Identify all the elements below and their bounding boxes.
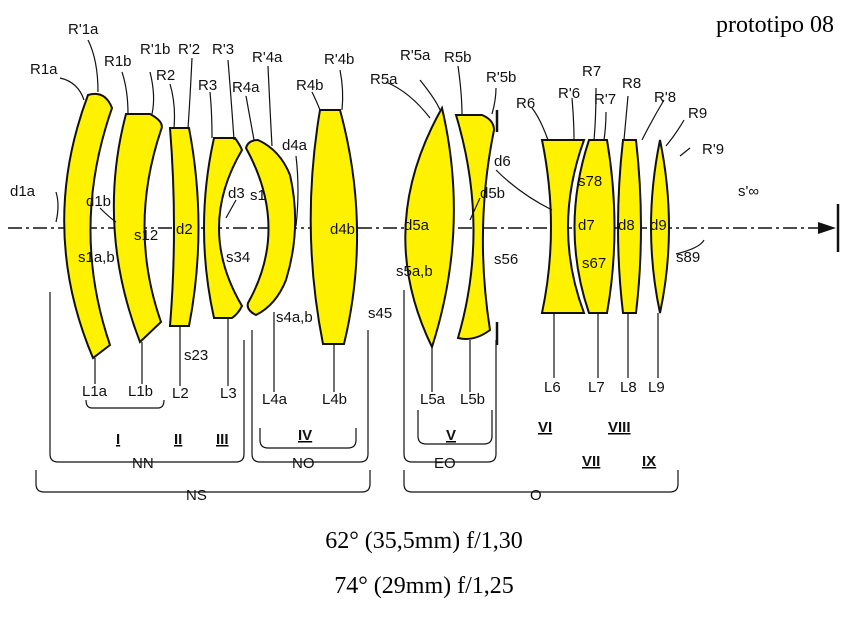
- label-r6: R6: [516, 95, 535, 112]
- label-r5b: R5b: [444, 49, 472, 66]
- label-l4a: L4a: [262, 391, 288, 408]
- label-r5b-prime: R'5b: [486, 69, 516, 86]
- axis-arrow-icon: [818, 222, 836, 234]
- element-vi: VI: [538, 419, 552, 436]
- label-r1b: R1b: [104, 53, 132, 70]
- label-s45: s45: [368, 305, 392, 322]
- label-d7: d7: [578, 217, 595, 234]
- label-r3: R3: [198, 77, 217, 94]
- label-r8-prime: R'8: [654, 89, 676, 106]
- spec-line-1: 62° (35,5mm) f/1,30: [325, 528, 523, 554]
- lens-l4b: [309, 109, 359, 345]
- label-r4b-prime: R'4b: [324, 51, 354, 68]
- label-s34: s34: [226, 249, 250, 266]
- group-o: O: [530, 487, 542, 504]
- element-vii: VII: [582, 453, 600, 470]
- label-s67: s67: [582, 255, 606, 272]
- label-r4a: R4a: [232, 79, 260, 96]
- lens-elements: [63, 92, 670, 360]
- label-r3-prime: R'3: [212, 41, 234, 58]
- element-i: I: [116, 431, 120, 448]
- lens-l7: [573, 139, 616, 314]
- lens-l8: [617, 139, 642, 314]
- group-ns: NS: [186, 487, 207, 504]
- lens-l3: [203, 137, 244, 319]
- label-d9: d9: [650, 217, 667, 234]
- label-d1b: d1b: [86, 193, 111, 210]
- element-ix: IX: [642, 453, 656, 470]
- spec-line-2: 74° (29mm) f/1,25: [334, 573, 514, 599]
- brackets: [35, 290, 679, 493]
- lens-l9: [650, 139, 670, 314]
- lens-l2: [168, 127, 200, 327]
- label-s-infinity: s'∞: [738, 183, 759, 200]
- group-nn: NN: [132, 455, 154, 472]
- label-d8: d8: [618, 217, 635, 234]
- group-eo: EO: [434, 455, 456, 472]
- label-l9: L9: [648, 379, 665, 396]
- label-r9-prime: R'9: [702, 141, 724, 158]
- label-r7: R7: [582, 63, 601, 80]
- group-no: NO: [292, 455, 315, 472]
- label-r9: R9: [688, 105, 707, 122]
- label-r1a: R1a: [30, 61, 58, 78]
- label-d4a: d4a: [282, 137, 308, 154]
- label-l5b: L5b: [460, 391, 485, 408]
- label-l2: L2: [172, 385, 189, 402]
- label-s4ab: s4a,b: [276, 309, 313, 326]
- label-r4a-prime: R'4a: [252, 49, 283, 66]
- label-d3: d3: [228, 185, 245, 202]
- label-r2-prime: R'2: [178, 41, 200, 58]
- label-d6: d6: [494, 153, 511, 170]
- label-s78: s78: [578, 173, 602, 190]
- label-r5a: R5a: [370, 71, 398, 88]
- label-l8: L8: [620, 379, 637, 396]
- label-l3: L3: [220, 385, 237, 402]
- label-l1a: L1a: [82, 383, 108, 400]
- label-l5a: L5a: [420, 391, 446, 408]
- label-l4b: L4b: [322, 391, 347, 408]
- label-s89: s89: [676, 249, 700, 266]
- label-r1a-prime: R'1a: [68, 21, 99, 38]
- element-iii: III: [216, 431, 229, 448]
- label-d4b: d4b: [330, 221, 355, 238]
- label-s56: s56: [494, 251, 518, 268]
- element-iv: IV: [298, 427, 312, 444]
- label-l1b: L1b: [128, 383, 153, 400]
- label-l6: L6: [544, 379, 561, 396]
- lens-l4a: [244, 138, 297, 317]
- label-s1-inner: s1: [250, 187, 266, 204]
- label-r2: R2: [156, 67, 175, 84]
- label-s5ab: s5a,b: [396, 263, 433, 280]
- leader-lines: [55, 39, 705, 255]
- label-d5a: d5a: [404, 217, 430, 234]
- prototype-title: prototipo 08: [716, 12, 834, 38]
- label-s1ab: s1a,b: [78, 249, 115, 266]
- label-r4b: R4b: [296, 77, 324, 94]
- label-s12: s12: [134, 227, 158, 244]
- element-ii: II: [174, 431, 182, 448]
- label-d5b: d5b: [480, 185, 505, 202]
- label-r7-prime: R'7: [594, 91, 616, 108]
- label-r5a-prime: R'5a: [400, 47, 431, 64]
- lens-l1a: [63, 92, 114, 360]
- label-s23: s23: [184, 347, 208, 364]
- lens-l5a: [404, 105, 455, 350]
- label-r1b-prime: R'1b: [140, 41, 170, 58]
- lens-l5b: [454, 114, 496, 340]
- label-r8: R8: [622, 75, 641, 92]
- label-d1a: d1a: [10, 183, 36, 200]
- lens-l1b: [112, 113, 163, 344]
- lens-l6: [540, 139, 586, 314]
- label-r6-prime: R'6: [558, 85, 580, 102]
- element-v: V: [446, 427, 456, 444]
- label-l7: L7: [588, 379, 605, 396]
- label-d2: d2: [176, 221, 193, 238]
- element-viii: VIII: [608, 419, 631, 436]
